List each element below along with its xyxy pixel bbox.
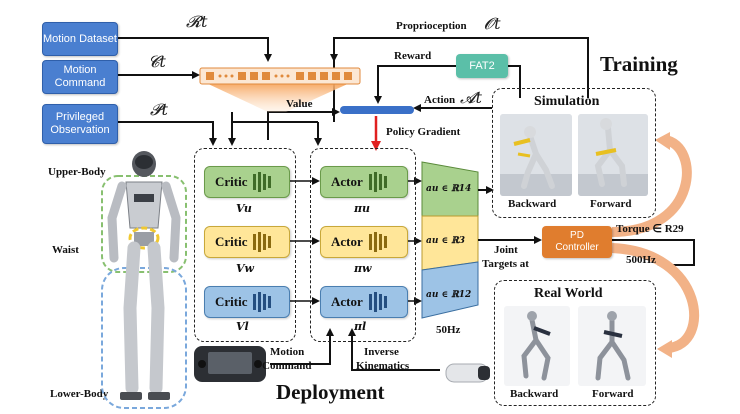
pd-controller-box: PD Controller [542,226,612,258]
critic-waist: Critic [204,226,290,258]
deploy-motion-command-1: Motion [270,346,305,358]
actor-lower-label: Actor [331,294,363,309]
torque-label: Torque ∈ R29 [616,223,684,235]
critic-lower: Critic [204,286,290,318]
privileged-observation-box: Privileged Observation [42,104,118,144]
motion-dataset-box: Motion Dataset [42,22,118,56]
ot-symbol: 𝓞t [484,14,501,33]
real-robot-backward-figure [521,311,551,381]
network-layers-icon [253,232,272,252]
sim-backward-image [500,114,572,196]
deploy-ik-1: Inverse [364,346,399,358]
sim-robot-forward-figure [578,114,648,196]
motion-token-sequence [199,67,361,112]
action-label: Action [424,94,456,106]
at-symbol: 𝓐t [460,88,482,107]
output-waist-label: au ∈ ℝ3 [426,236,466,246]
pd-rate-label: 500Hz [626,254,656,266]
value-label: Value [286,98,313,110]
reward-label: Reward [394,50,432,62]
network-layers-icon [368,172,387,192]
pt-symbol: 𝓟t [150,100,168,119]
actor-waist-label: Actor [331,234,363,249]
network-layers-icon [253,292,272,312]
actor-upper: Actor [320,166,408,198]
joint-targets-label-1: Joint [494,244,518,256]
motion-command-box: Motion Command [42,60,118,94]
simulation-title: Simulation [534,94,600,109]
actor-group [310,148,416,342]
real-forward-label: Forward [592,388,634,400]
lower-body-label: Lower-Body [50,388,109,400]
actor-lower-sub: πl [354,320,367,333]
ct-symbol: 𝓒t [148,52,166,71]
fat2-box: FAT2 [456,54,508,78]
actor-upper-sub: πu [354,202,371,215]
fat2-label: FAT2 [469,60,495,72]
real-backward-image [504,306,570,386]
sim-forward-image [578,114,648,196]
real-robot-forward-figure [595,311,631,381]
deploy-motion-command-2: Command [262,360,312,372]
network-layers-icon [368,292,387,312]
upper-body-label: Upper-Body [48,166,106,178]
policy-rate-label: 50Hz [436,324,461,336]
vr-headset-figure [445,363,490,383]
privileged-observation-label: Privileged Observation [50,111,110,136]
gamepad-controller-figure [194,346,266,382]
actor-waist-sub: πw [354,262,372,275]
network-layers-icon [253,172,272,192]
deployment-title: Deployment [276,380,385,404]
real-backward-label: Backward [510,388,559,400]
critic-upper: Critic [204,166,290,198]
output-upper-label: au ∈ ℝ14 [426,184,472,194]
real-world-title: Real World [534,286,603,301]
loss-aggregation-bar [340,106,414,114]
simulation-panel [492,88,656,218]
humanoid-robot-figure [101,151,187,409]
critic-upper-label: Critic [215,174,248,189]
critic-lower-sub: Vl [236,320,249,333]
joint-targets-label-2: Targets at [482,258,529,270]
output-lower-label: au ∈ ℝ12 [426,290,472,300]
motion-command-label: Motion Command [54,64,106,89]
waist-label: Waist [52,244,79,256]
critic-waist-label: Critic [215,234,248,249]
sim-backward-label: Backward [508,198,557,210]
critic-upper-sub: Vu [236,202,252,215]
pd-label-1: PD [570,230,584,241]
deploy-ik-2: Kinematics [356,360,410,372]
real-forward-image [578,306,646,386]
policy-gradient-label: Policy Gradient [386,126,461,138]
sim-forward-label: Forward [590,198,632,210]
motion-dataset-label: Motion Dataset [43,32,117,45]
proprioception-label: Proprioception [396,20,467,32]
rt-symbol: 𝓡t [186,12,208,31]
critic-waist-sub: Vw [236,262,255,275]
pd-label-2: Controller [555,242,599,253]
training-title: Training [600,52,678,76]
actor-upper-label: Actor [331,174,363,189]
actor-lower: Actor [320,286,408,318]
critic-group [194,148,296,342]
actor-waist: Actor [320,226,408,258]
real-world-panel [494,280,656,406]
network-layers-icon [368,232,387,252]
sim-robot-backward-figure [500,114,572,196]
critic-lower-label: Critic [215,294,248,309]
